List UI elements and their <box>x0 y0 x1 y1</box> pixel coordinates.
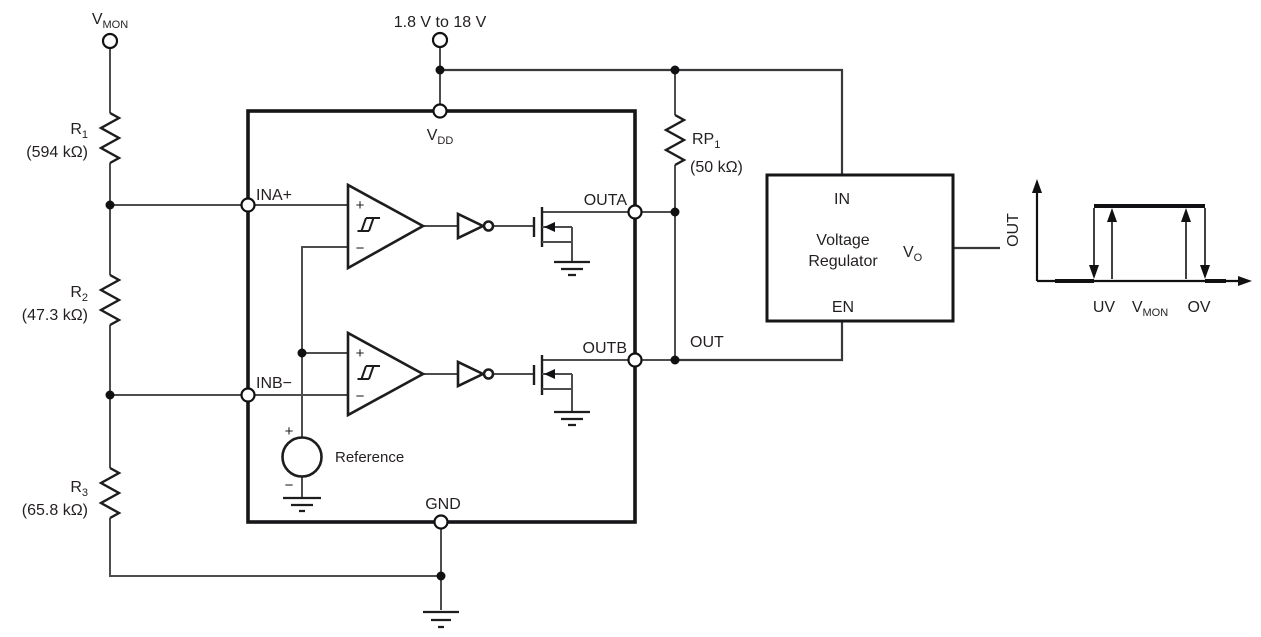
terminals-and-pins <box>101 31 643 530</box>
graph-ov-label: OV <box>1187 299 1210 316</box>
junction-dot <box>670 207 680 217</box>
down-arrow-icon <box>1200 265 1210 279</box>
r3-value: (65.8 kΩ) <box>22 502 88 519</box>
outa-pin-label: OUTA <box>584 192 628 209</box>
r1-label: R1 <box>70 121 88 141</box>
transfer-graph <box>1032 179 1252 286</box>
ina-pin-label: INA+ <box>256 187 292 204</box>
junction-dot <box>105 390 115 400</box>
pin-inb <box>240 387 256 403</box>
outb-pin-label: OUTB <box>583 340 627 357</box>
graph-uv-label: UV <box>1093 299 1116 316</box>
inverter-b-bubble <box>482 368 495 380</box>
resistor-r1 <box>98 111 122 165</box>
ground-icon <box>283 496 321 513</box>
resistor-rp1 <box>663 113 687 167</box>
vdd-pin-label: VDD <box>427 127 454 147</box>
junction-dots <box>105 65 680 581</box>
vmon-terminal <box>101 32 119 50</box>
nmos-a-body-arrow-icon <box>544 222 555 232</box>
comparator-b-plus-sign: + <box>356 345 365 362</box>
junction-dot <box>297 348 307 358</box>
r1-zigzag <box>98 111 122 165</box>
comparator-b <box>346 330 495 418</box>
r1-value: (594 kΩ) <box>26 144 88 161</box>
junction-dot <box>670 355 680 365</box>
junction-dot <box>436 571 446 581</box>
hysteresis-icon <box>357 217 380 232</box>
resistor-r3 <box>98 466 122 520</box>
nmos-a <box>532 207 590 277</box>
regulator-en-label: EN <box>832 299 854 316</box>
main-ground <box>423 610 459 629</box>
rp1-zigzag <box>663 113 687 167</box>
vmon-label: VMON <box>92 11 128 31</box>
wire-out-to-en <box>675 321 844 362</box>
wire-ref-to-compa <box>301 246 348 437</box>
reference-plus-sign: + <box>285 423 294 440</box>
graph-vmon-label: VMON <box>1132 299 1168 319</box>
y-axis-arrow-icon <box>1032 179 1042 193</box>
x-axis-arrow-icon <box>1238 276 1252 286</box>
junction-dot <box>670 65 680 75</box>
hysteresis-icon <box>357 365 380 380</box>
r2-value: (47.3 kΩ) <box>22 307 88 324</box>
wires <box>109 48 1000 610</box>
rp1-value: (50 kΩ) <box>690 159 743 176</box>
regulator-name-line2: Regulator <box>808 253 878 270</box>
r3-zigzag <box>98 466 122 520</box>
nmos-b-source-leads <box>542 373 573 412</box>
regulator-vo-label: VO <box>903 244 923 264</box>
inverter-b-triangle <box>456 359 487 389</box>
ground-icon <box>423 610 459 629</box>
ground-icon <box>554 260 590 277</box>
junction-dot <box>435 65 445 75</box>
graph-out-label: OUT <box>1005 213 1022 247</box>
pin-outb <box>627 352 643 368</box>
inverter-a-bubble <box>482 220 495 232</box>
wire-supply-rail <box>440 68 844 175</box>
nmos-a-source-leads <box>542 226 573 262</box>
pin-ina <box>240 197 256 213</box>
pin-outa <box>627 204 643 220</box>
regulator-box <box>765 173 955 323</box>
reference-source <box>281 436 323 513</box>
wire-r3-to-gnd <box>109 518 441 577</box>
down-arrow-icon <box>1089 265 1099 279</box>
reference-circle <box>281 436 323 478</box>
ground-icon <box>554 410 590 427</box>
comparator-a-minus-sign: − <box>356 240 365 257</box>
reference-minus-sign: − <box>285 477 294 494</box>
junction-dot <box>105 200 115 210</box>
out-net-label: OUT <box>690 334 724 351</box>
regulator-name-line1: Voltage <box>816 232 869 249</box>
regulator-in-label: IN <box>834 191 850 208</box>
resistor-r2 <box>98 273 122 327</box>
comparator-a <box>346 182 495 271</box>
supply-label: 1.8 V to 18 V <box>394 14 487 31</box>
inb-pin-label: INB− <box>256 375 292 392</box>
pin-gnd <box>433 514 449 530</box>
up-arrow-icon <box>1107 208 1117 222</box>
comparator-a-plus-sign: + <box>356 197 365 214</box>
pin-vdd <box>432 103 448 119</box>
rp1-label: RP1 <box>692 131 720 151</box>
comparator-b-minus-sign: − <box>356 388 365 405</box>
inverter-a-triangle <box>456 211 487 241</box>
r2-zigzag <box>98 273 122 327</box>
reference-label: Reference <box>335 449 404 466</box>
r2-label: R2 <box>70 284 88 304</box>
gnd-pin-label: GND <box>425 496 461 513</box>
r3-label: R3 <box>70 479 88 499</box>
nmos-b-body-arrow-icon <box>544 369 555 379</box>
comparator-a-triangle <box>346 182 426 271</box>
comparator-b-triangle <box>346 330 426 418</box>
nmos-b <box>532 355 590 427</box>
supply-terminal <box>431 31 449 49</box>
up-arrow-icon <box>1181 208 1191 222</box>
